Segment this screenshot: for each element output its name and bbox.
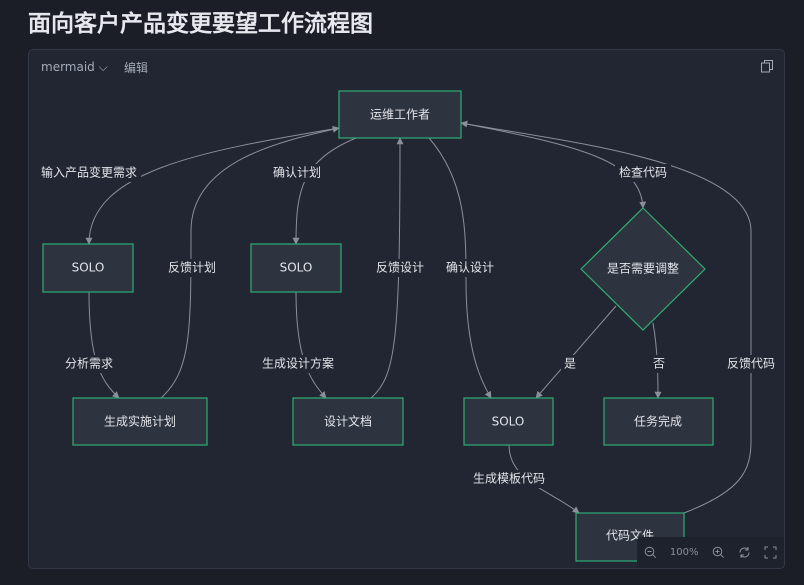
copy-icon[interactable]	[760, 59, 774, 73]
svg-text:确认设计: 确认设计	[446, 261, 494, 275]
edit-button[interactable]: 编辑	[124, 61, 149, 75]
zoom-out-icon[interactable]	[644, 546, 657, 559]
svg-text:确认计划: 确认计划	[273, 166, 321, 180]
node-decision[interactable]: 是否需要调整	[580, 207, 706, 331]
node-doc[interactable]: 设计文档	[292, 397, 404, 446]
node-plan[interactable]: 生成实施计划	[72, 397, 208, 446]
edge-plan-ops	[160, 125, 340, 399]
svg-text:任务完成: 任务完成	[634, 414, 682, 429]
edge-code-ops	[460, 120, 752, 514]
edge-doc-ops	[370, 137, 404, 399]
language-dropdown[interactable]: mermaid ⌵	[41, 60, 108, 75]
edge-decision-solo3	[535, 305, 617, 399]
svg-text:SOLO: SOLO	[492, 415, 525, 429]
edge-label: 生成设计方案	[256, 355, 340, 373]
svg-text:是否需要调整: 是否需要调整	[607, 261, 679, 276]
node-solo1[interactable]: SOLO	[42, 243, 134, 293]
edge-label: 生成模板代码	[467, 470, 551, 488]
svg-text:生成模板代码: 生成模板代码	[473, 472, 545, 486]
edge-label: 反馈计划	[164, 259, 220, 277]
svg-text:是: 是	[564, 357, 576, 371]
edge-ops-solo2	[292, 137, 357, 245]
edge-label: 确认计划	[269, 164, 325, 182]
zoom-level: 100%	[669, 547, 699, 558]
node-done[interactable]: 任务完成	[603, 397, 714, 446]
edge-label: 确认设计	[442, 259, 498, 277]
edge-solo1-plan	[88, 291, 120, 399]
diagram-panel: 输入产品变更需求 分析需求 反馈计划 确认计划 生成设计方案 反馈设计 确认设计…	[28, 49, 785, 569]
reset-icon[interactable]	[738, 546, 751, 559]
language-label: mermaid	[41, 60, 95, 74]
zoom-in-icon[interactable]	[712, 546, 725, 559]
svg-text:反馈计划: 反馈计划	[168, 261, 216, 275]
svg-text:SOLO: SOLO	[280, 261, 313, 275]
edge-ops-solo1	[85, 127, 340, 245]
node-solo3[interactable]: SOLO	[463, 397, 554, 446]
node-solo2[interactable]: SOLO	[250, 243, 342, 293]
svg-text:设计文档: 设计文档	[324, 414, 372, 429]
edge-solo2-doc	[295, 291, 327, 399]
edge-label: 是	[561, 355, 579, 373]
svg-text:分析需求: 分析需求	[65, 357, 113, 371]
fullscreen-icon[interactable]	[764, 546, 777, 559]
svg-text:SOLO: SOLO	[72, 261, 105, 275]
page-title: 面向客户产品变更要望工作流程图	[28, 11, 373, 37]
svg-text:生成设计方案: 生成设计方案	[262, 356, 334, 371]
svg-text:生成实施计划: 生成实施计划	[104, 414, 176, 429]
svg-text:反馈代码: 反馈代码	[727, 357, 775, 371]
edge-label: 反馈代码	[723, 355, 779, 373]
edge-ops-decision	[460, 122, 647, 209]
svg-text:否: 否	[653, 357, 665, 371]
node-ops[interactable]: 运维工作者	[338, 90, 462, 139]
edge-label: 反馈设计	[372, 259, 428, 277]
svg-text:输入产品变更需求: 输入产品变更需求	[41, 165, 137, 180]
flowchart: 输入产品变更需求 分析需求 反馈计划 确认计划 生成设计方案 反馈设计 确认设计…	[37, 90, 779, 562]
edge-ops-solo3	[428, 137, 492, 399]
svg-text:运维工作者: 运维工作者	[370, 108, 430, 122]
edge-label: 否	[650, 355, 668, 373]
svg-text:检查代码: 检查代码	[619, 165, 667, 180]
svg-text:反馈设计: 反馈设计	[376, 261, 424, 275]
edge-label: 分析需求	[61, 355, 117, 373]
chevron-down-icon: ⌵	[98, 60, 108, 74]
zoom-controls: 100%	[637, 537, 784, 568]
edge-label: 检查代码	[615, 164, 671, 182]
edge-label: 输入产品变更需求	[37, 164, 141, 182]
